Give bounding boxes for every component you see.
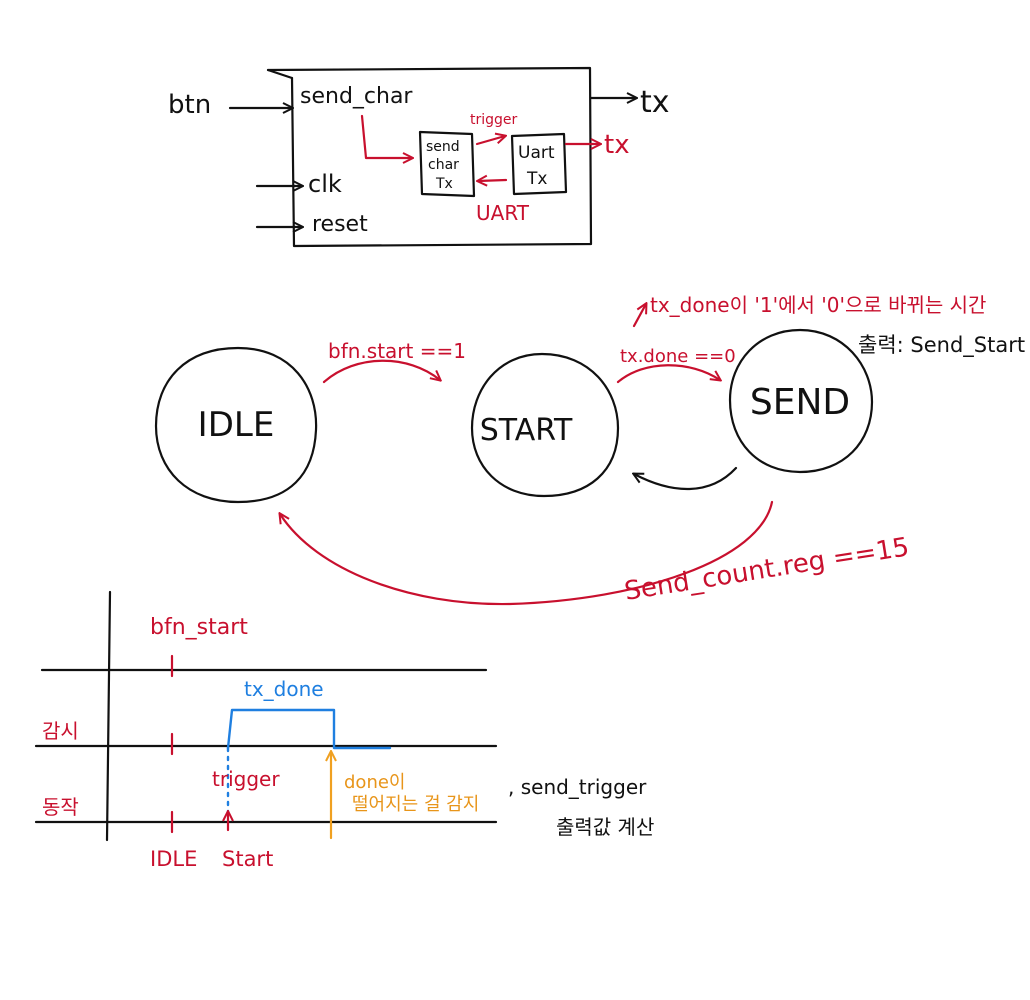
done-back-arrow: [478, 180, 508, 181]
transition-start-to-send: [616, 364, 720, 384]
note-arrow: [632, 304, 646, 328]
send-char-tx-line-2: char: [428, 157, 459, 173]
tx-done-label: tx_done: [244, 677, 324, 701]
row-action-label: 동작: [42, 795, 79, 819]
transition-send-to-start: [634, 466, 738, 491]
state-start-label: START: [480, 413, 573, 448]
idle-label: IDLE: [150, 847, 197, 871]
send-trigger-line-2: 출력값 계산: [556, 815, 654, 839]
uart-tx-line-2: Tx: [526, 169, 547, 189]
done-note-line-1: done이: [344, 772, 405, 793]
top-module-box-top-extension: [266, 68, 294, 80]
send-char-tx-box: [418, 130, 476, 198]
tx-done-change-note: tx_done이 '1'에서 '0'으로 바뀌는 시간: [650, 293, 986, 317]
btn-start-label: bfn_start: [150, 615, 248, 640]
uart-label: UART: [476, 201, 530, 225]
trigger-label: trigger: [470, 112, 518, 128]
tx-done-waveform: [226, 708, 392, 750]
state-start-circle: [470, 352, 620, 498]
state-send-label: SEND: [750, 382, 850, 423]
reset-port-label: reset: [312, 212, 368, 237]
state-idle-circle: [154, 346, 318, 504]
uart-tx-box: [510, 132, 568, 196]
transition-idle-to-start: [322, 359, 440, 384]
timing-vertical-axis: [105, 590, 112, 842]
trigger-arrow: [475, 136, 505, 146]
send-output-note: 출력: Send_Start: [858, 333, 1025, 358]
clk-port-label: clk: [308, 170, 342, 198]
trigger-label: trigger: [212, 767, 280, 791]
btn-input-label: btn: [168, 90, 211, 120]
transition-start-to-send-label: tx.done ==0: [620, 346, 736, 367]
done-note-line-2: 떨어지는 걸 감지: [352, 794, 479, 815]
uart-tx-line-1: Uart: [518, 143, 555, 163]
fsm: tx_done이 '1'에서 '0'으로 바뀌는 시간 출력: Send_Sta…: [154, 293, 1025, 607]
tx-output-label: tx: [640, 85, 670, 120]
state-idle-label: IDLE: [198, 405, 275, 445]
timing-diagram: bfn_start 감시 동작 tx_done trigger IDLE Sta…: [34, 590, 654, 871]
row-detect-label: 감시: [42, 719, 79, 743]
send-char-to-tx-arrow: [360, 114, 412, 158]
send-trigger-line-1: , send_trigger: [508, 775, 647, 799]
transition-send-to-idle-label: Send_count.reg ==15: [622, 532, 911, 607]
transition-send-to-idle: [280, 500, 774, 606]
block-diagram: btn send_char clk reset tx send char Tx …: [168, 66, 670, 248]
transition-idle-to-start-label: bfn.start ==1: [328, 339, 466, 363]
send-char-port-label: send_char: [300, 84, 413, 109]
inner-tx-label: tx: [604, 130, 630, 160]
send-char-tx-line-3: Tx: [435, 176, 453, 192]
state-send-circle: [728, 328, 874, 474]
start-label: Start: [222, 847, 273, 871]
send-char-tx-line-1: send: [426, 139, 460, 155]
